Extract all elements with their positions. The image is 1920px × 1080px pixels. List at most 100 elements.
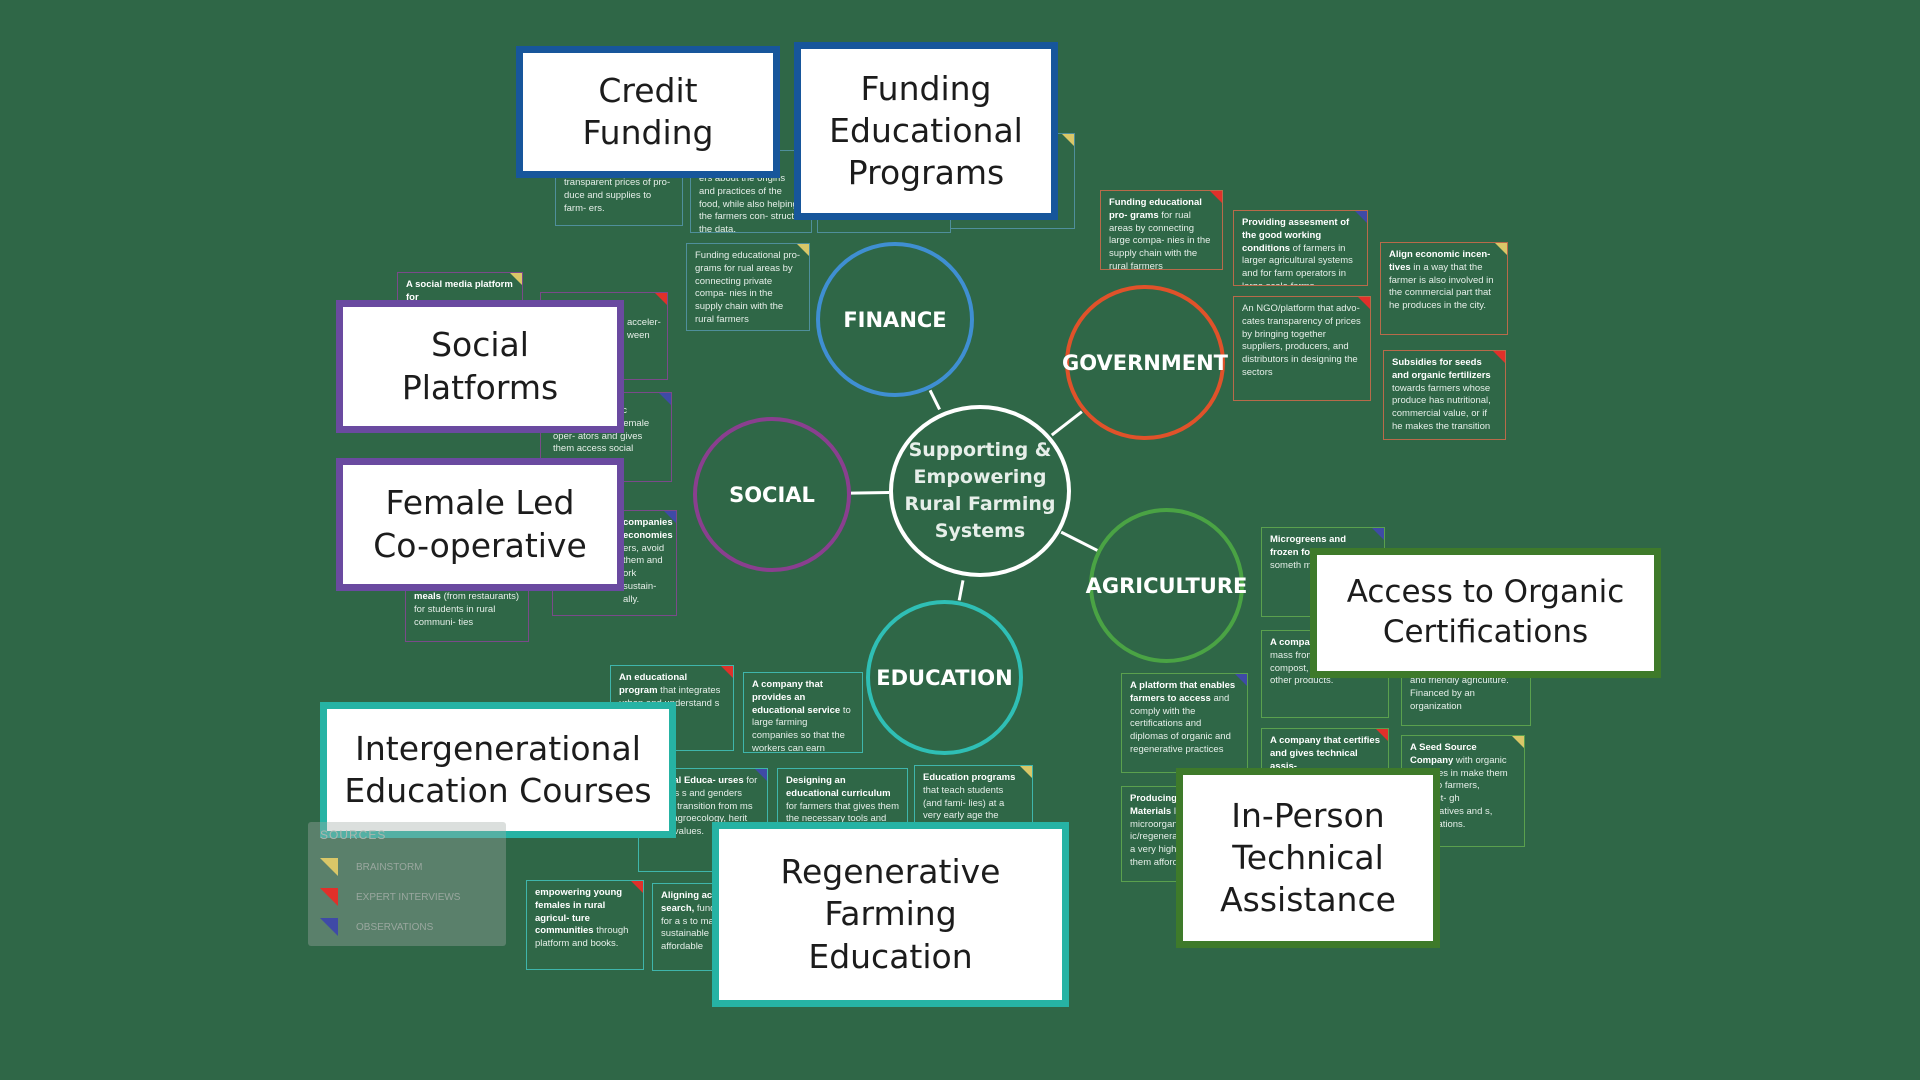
category-node-education[interactable]: EDUCATION xyxy=(866,600,1023,755)
legend-title: SOURCES xyxy=(320,828,387,842)
source-flag xyxy=(1357,297,1370,310)
source-flag xyxy=(663,511,676,524)
connector-finance xyxy=(928,389,941,411)
note-text: Funding educational pro- grams for rual … xyxy=(695,250,801,326)
note-text: A social media platform for xyxy=(406,279,513,303)
category-node-social[interactable]: SOCIAL xyxy=(693,417,851,572)
source-flag xyxy=(1375,729,1388,742)
card-title-line: Funding xyxy=(860,68,992,108)
card-title-line: Programs xyxy=(847,153,1005,193)
category-node-agriculture[interactable]: AGRICULTURE xyxy=(1086,508,1247,663)
card-title-line: In-Person xyxy=(1231,795,1385,835)
source-flag xyxy=(1492,351,1505,364)
note-emphasis: Microgreens and frozen foods xyxy=(1270,534,1347,558)
note-text: Subsidies for seeds and organic fertiliz… xyxy=(1392,357,1491,433)
legend-marker xyxy=(320,858,338,876)
sources-legend: SOURCES BRAINSTORM EXPERT INTERVIEWS OBS… xyxy=(308,822,506,946)
note-emphasis: Producing a Materials xyxy=(1130,793,1185,817)
note-text: A platform that enables farmers to acces… xyxy=(1130,680,1236,756)
note-text: transparent prices of pro- duce and supp… xyxy=(564,177,671,214)
note-emphasis: Designing an educational curriculum xyxy=(786,775,891,799)
note-text: Providing assesment of the good working … xyxy=(1242,217,1353,285)
source-flag xyxy=(1061,134,1074,147)
note-text: Align economic incen- tives in a way tha… xyxy=(1389,249,1494,312)
note-education-young-females: empowering young females in rural agricu… xyxy=(526,880,644,970)
legend-item-expert-interviews: EXPERT INTERVIEWS xyxy=(320,882,494,912)
source-flag xyxy=(509,273,522,286)
note-text: Funding educational pro- grams for rual … xyxy=(1109,197,1211,270)
source-flag xyxy=(654,293,667,306)
source-flag xyxy=(1019,766,1032,779)
legend-marker xyxy=(320,918,338,936)
category-node-government[interactable]: GOVERNMENT xyxy=(1062,285,1229,440)
note-emphasis: companies economies xyxy=(623,517,673,541)
category-label-government: GOVERNMENT xyxy=(1062,350,1229,375)
central-topic-line: Empowering xyxy=(913,466,1047,489)
card-title-line: Social xyxy=(431,325,529,365)
central-topic-line: Rural Farming xyxy=(904,493,1056,515)
note-text: A company that provides an educational s… xyxy=(752,679,851,753)
note-emphasis: meals xyxy=(414,591,441,602)
note-emphasis: A platform that enables farmers to acces… xyxy=(1130,680,1236,704)
connector-education xyxy=(957,580,965,601)
note-emphasis: Providing assesment of the good working … xyxy=(1242,217,1350,254)
source-flag xyxy=(1371,528,1384,541)
category-node-finance[interactable]: FINANCE xyxy=(816,242,974,397)
note-emphasis: Subsidies for seeds and organic fertiliz… xyxy=(1392,357,1491,381)
legend-label: BRAINSTORM xyxy=(356,861,423,873)
connector-government xyxy=(1050,410,1083,437)
note-text: and friendly agriculture. Financed by an… xyxy=(1410,675,1509,712)
note-text: An NGO/platform that advo- cates transpa… xyxy=(1242,303,1361,379)
legend-item-brainstorm: BRAINSTORM xyxy=(320,852,494,882)
card-title-line: Education Courses xyxy=(344,771,652,810)
source-flag xyxy=(754,769,767,782)
note-education-service: A company that provides an educational s… xyxy=(743,672,863,753)
card-title-line: Educational xyxy=(829,110,1023,150)
note-government-subsidies: Subsidies for seeds and organic fertiliz… xyxy=(1383,350,1506,440)
card-title-line: Co-operative xyxy=(373,525,587,565)
card-title-line: Technical xyxy=(1232,837,1384,877)
note-text: ers about the origins and practices of t… xyxy=(699,173,798,233)
note-emphasis: A company that certifies and gives techn… xyxy=(1270,735,1380,772)
source-flag xyxy=(630,881,643,894)
source-flag xyxy=(720,666,733,679)
connector-agriculture xyxy=(1060,530,1099,552)
note-emphasis: An educational program xyxy=(619,672,688,696)
legend-marker xyxy=(320,888,338,906)
legend-label: EXPERT INTERVIEWS xyxy=(356,891,461,903)
source-flag xyxy=(658,393,671,406)
note-government-funding: Funding educational pro- grams for rual … xyxy=(1100,190,1223,270)
category-label-agriculture: AGRICULTURE xyxy=(1085,573,1248,598)
card-title-line: Certifications xyxy=(1382,614,1589,650)
source-flag xyxy=(1234,674,1247,687)
note-government-incentives: Align economic incen- tives in a way tha… xyxy=(1380,242,1508,335)
card-title-line: Assistance xyxy=(1220,880,1396,920)
card-title-line: Intergenerational xyxy=(355,728,641,768)
source-flag xyxy=(1209,191,1222,204)
note-emphasis: A social media platform for xyxy=(406,279,513,303)
note-text: companies economies ers, avoid them and … xyxy=(623,517,673,605)
category-label-education: EDUCATION xyxy=(876,665,1013,690)
card-title-line: Education xyxy=(808,936,973,976)
note-text: A company that certifies and gives techn… xyxy=(1270,735,1380,772)
source-flag xyxy=(1511,736,1524,749)
note-text: empowering young females in rural agricu… xyxy=(535,887,629,950)
card-title-line: Platforms xyxy=(401,367,559,407)
note-emphasis: Align economic incen- tives xyxy=(1389,249,1491,273)
note-government-assessment: Providing assesment of the good working … xyxy=(1233,210,1368,286)
note-agriculture-certifications-platform: A platform that enables farmers to acces… xyxy=(1121,673,1248,773)
